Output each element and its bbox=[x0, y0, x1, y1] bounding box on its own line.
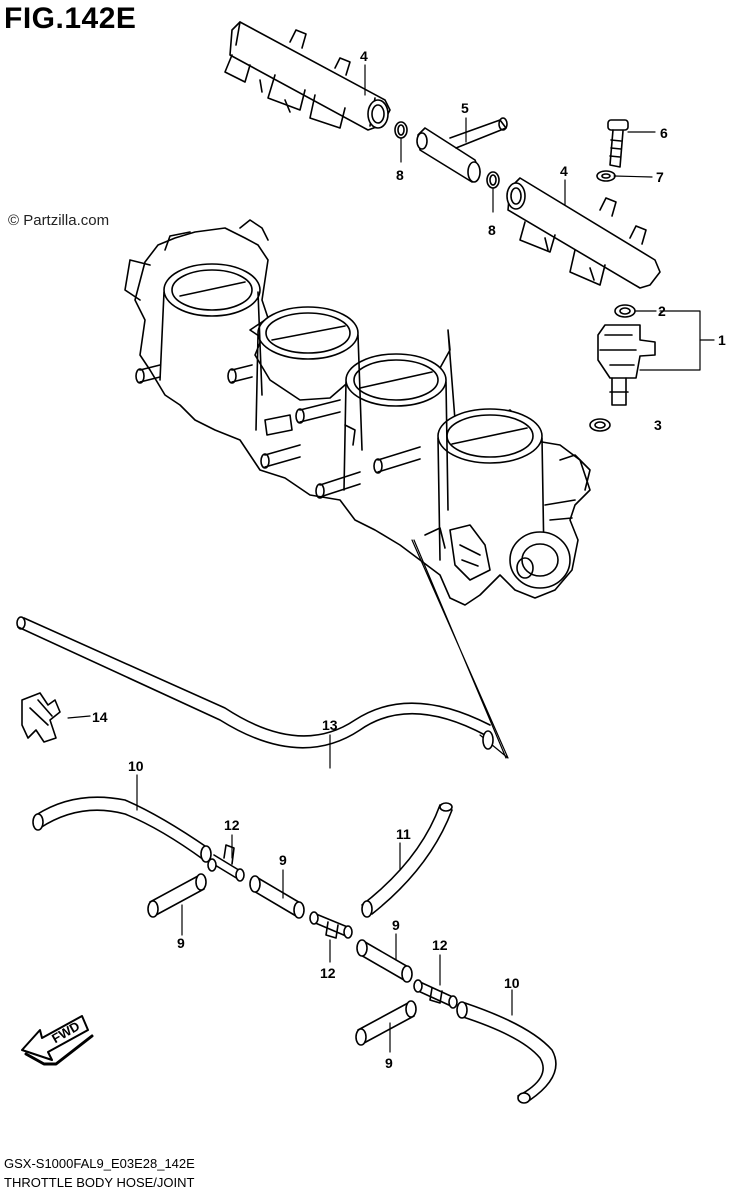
o-ring-3[interactable] bbox=[589, 418, 611, 432]
o-ring-2[interactable] bbox=[614, 304, 636, 318]
callout-11: 11 bbox=[396, 826, 411, 842]
figure-title: FIG.142E bbox=[4, 2, 137, 35]
bolt-6[interactable] bbox=[607, 119, 629, 168]
callout-5: 5 bbox=[461, 100, 469, 116]
callout-2: 2 bbox=[658, 303, 666, 319]
hose-9-a[interactable] bbox=[147, 873, 207, 918]
hose-9-b[interactable] bbox=[249, 875, 305, 919]
watermark-text: © Partzilla.com bbox=[8, 212, 110, 229]
callout-14: 14 bbox=[92, 709, 108, 725]
throttle-body-assembly[interactable] bbox=[124, 219, 591, 606]
callout-1: 1 bbox=[718, 332, 726, 348]
callout-7: 7 bbox=[656, 169, 664, 185]
callout-9-a: 9 bbox=[279, 852, 287, 868]
hose-10-left[interactable] bbox=[32, 796, 212, 863]
callout-4-lower: 4 bbox=[560, 163, 568, 179]
callout-8-lower: 8 bbox=[488, 222, 496, 238]
hose-10-right[interactable] bbox=[456, 1001, 557, 1104]
callout-8-upper: 8 bbox=[396, 167, 404, 183]
hose-9-d[interactable] bbox=[355, 1000, 417, 1046]
hose-11[interactable] bbox=[361, 802, 453, 918]
callout-12-upper: 12 bbox=[224, 817, 240, 833]
fuel-rail-lower[interactable] bbox=[506, 177, 661, 289]
fuel-injector-1[interactable] bbox=[597, 324, 656, 406]
joint-12-upper[interactable] bbox=[207, 844, 245, 882]
joint-12-lower[interactable] bbox=[413, 979, 458, 1009]
washer-7[interactable] bbox=[596, 170, 616, 182]
callout-9-c: 9 bbox=[392, 917, 400, 933]
callout-12-middle: 12 bbox=[320, 965, 336, 981]
hose-9-c[interactable] bbox=[356, 939, 413, 983]
callout-3: 3 bbox=[654, 417, 662, 433]
callout-13: 13 bbox=[322, 717, 338, 733]
joint-12-middle[interactable] bbox=[309, 911, 353, 939]
section-title: THROTTLE BODY HOSE/JOINT bbox=[4, 1175, 195, 1190]
callout-12-lower: 12 bbox=[432, 937, 448, 953]
callout-6: 6 bbox=[660, 125, 668, 141]
callout-10-right: 10 bbox=[504, 975, 520, 991]
callout-4-upper: 4 bbox=[360, 48, 368, 64]
fwd-arrow-icon bbox=[21, 1015, 94, 1066]
callout-9-d: 9 bbox=[385, 1055, 393, 1071]
model-code: GSX-S1000FAL9_E03E28_142E bbox=[4, 1156, 195, 1171]
callout-9-b: 9 bbox=[177, 935, 185, 951]
callout-10-left: 10 bbox=[128, 758, 144, 774]
clamp-14[interactable] bbox=[21, 692, 61, 743]
fuel-rail-upper[interactable] bbox=[224, 21, 391, 131]
hose-13[interactable] bbox=[16, 616, 494, 750]
joint-5[interactable] bbox=[416, 117, 508, 183]
